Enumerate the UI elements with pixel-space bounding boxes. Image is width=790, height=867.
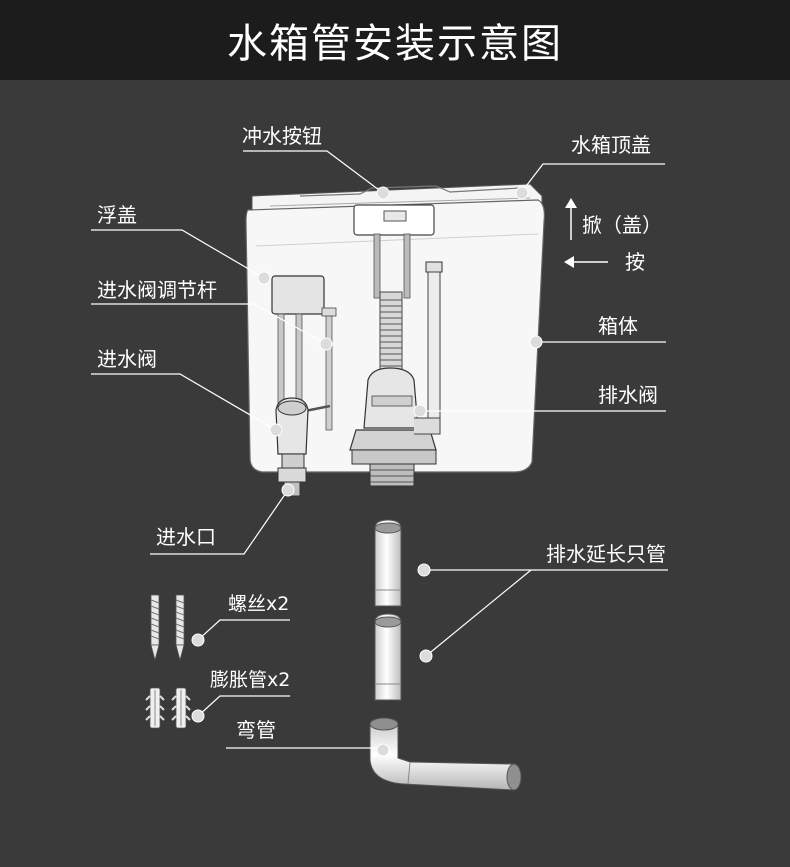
label-float-cap: 浮盖 <box>97 203 137 227</box>
label-inlet-valve-rod: 进水阀调节杆 <box>97 278 217 302</box>
screws <box>150 594 185 662</box>
elbow-pipe <box>369 717 522 791</box>
leader-lines <box>91 150 668 749</box>
toilet-tank <box>245 183 545 497</box>
label-water-inlet: 进水口 <box>156 525 216 549</box>
lift-arrow <box>565 198 577 240</box>
expansion-tubes <box>145 687 191 729</box>
press-arrow <box>564 256 608 268</box>
callout-dots <box>191 186 543 757</box>
label-drain-extension-pipe: 排水延长只管 <box>546 542 666 566</box>
label-flush-button: 冲水按钮 <box>242 124 322 148</box>
label-drain-valve: 排水阀 <box>598 383 658 407</box>
float-cap <box>271 275 325 315</box>
screw-1 <box>150 594 160 662</box>
label-expansion-tubes: 膨胀管x2 <box>210 669 291 691</box>
inlet-valve-adjust-rod <box>325 311 333 431</box>
label-press: 按 <box>625 250 645 274</box>
drain-extension-pipes <box>374 519 402 701</box>
label-elbow: 弯管 <box>236 718 276 742</box>
label-screws: 螺丝x2 <box>228 593 290 615</box>
expansion-tube-2 <box>171 687 191 729</box>
expansion-tube-1 <box>145 687 165 729</box>
label-lift-lid: 掀（盖） <box>582 213 662 237</box>
page-title: 水箱管安装示意图 <box>227 21 563 67</box>
screw-2 <box>175 594 185 662</box>
label-inlet-valve: 进水阀 <box>97 347 157 371</box>
title-bar: 水箱管安装示意图 <box>0 0 790 80</box>
label-tank-body: 箱体 <box>598 314 638 338</box>
label-tank-lid: 水箱顶盖 <box>571 133 651 157</box>
